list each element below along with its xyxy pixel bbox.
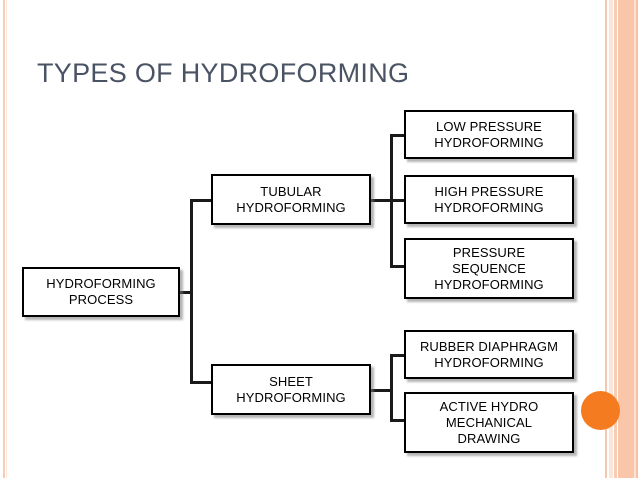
node-label-line-2: SEQUENCE <box>452 260 526 276</box>
node-label-line-1: ACTIVE HYDRO <box>439 398 539 414</box>
node-label-line-2: MECHANICAL <box>445 414 533 430</box>
node-label-line-3: DRAWING <box>457 430 521 446</box>
connector-sheet-spine <box>390 354 393 421</box>
node-active-hydro-mechanical-drawing[interactable]: ACTIVE HYDRO MECHANICAL DRAWING <box>404 392 574 453</box>
right-edge-stripe-5 <box>634 0 636 478</box>
node-label-line-2: HYDROFORMING <box>236 389 346 405</box>
node-low-pressure-hydroforming[interactable]: LOW PRESSURE HYDROFORMING <box>404 110 574 159</box>
node-label-line-2: HYDROFORMING <box>236 199 346 215</box>
node-label-line-1: HIGH PRESSURE <box>434 183 544 199</box>
node-rubber-diaphragm-hydroforming[interactable]: RUBBER DIAPHRAGM HYDROFORMING <box>404 330 574 379</box>
connector-root-to-sheet <box>190 381 213 384</box>
right-edge-stripe-3 <box>614 0 617 478</box>
left-edge-stripe <box>3 0 5 478</box>
connector-root-spine <box>190 199 193 383</box>
node-label-line-2: PROCESS <box>68 292 134 307</box>
right-edge-stripe-4 <box>618 0 638 478</box>
orange-accent-circle <box>581 391 620 430</box>
connector-tubular-to-low-pressure <box>390 134 406 137</box>
node-label-line-2: HYDROFORMING <box>434 354 544 370</box>
node-label-line-1: RUBBER DIAPHRAGM <box>419 338 559 354</box>
node-label-line-1: TUBULAR <box>260 183 322 199</box>
right-edge-stripe-1 <box>605 0 607 478</box>
connector-tubular-to-pressure-sequence <box>390 265 406 268</box>
node-label-line-1: PRESSURE <box>452 244 526 260</box>
connector-sheet-to-rubber-diaphragm <box>390 354 406 357</box>
right-edge-stripe-6 <box>636 0 638 478</box>
node-sheet-hydroforming[interactable]: SHEET HYDROFORMING <box>211 364 371 415</box>
page-title: TYPES OF HYDROFORMING <box>37 58 410 88</box>
connector-tubular-stub <box>371 199 392 202</box>
node-hydroforming-process[interactable]: HYDROFORMING PROCESS <box>22 267 180 317</box>
node-label-line-2: HYDROFORMING <box>434 134 544 150</box>
node-label-line-1: HYDROFORMING <box>46 276 156 291</box>
node-label-line-1: SHEET <box>269 373 313 389</box>
connector-sheet-to-active-hydro <box>390 419 406 422</box>
connector-root-to-tubular <box>190 199 213 202</box>
node-pressure-sequence-hydroforming[interactable]: PRESSURE SEQUENCE HYDROFORMING <box>404 238 574 299</box>
node-high-pressure-hydroforming[interactable]: HIGH PRESSURE HYDROFORMING <box>404 175 574 224</box>
right-edge-stripe-2 <box>609 0 613 478</box>
left-edge-stripe-inner <box>6 0 7 478</box>
connector-tubular-to-high-pressure <box>390 199 406 202</box>
node-label-line-1: LOW PRESSURE <box>436 118 542 134</box>
connector-sheet-stub <box>371 389 392 392</box>
node-label-line-2: HYDROFORMING <box>434 199 544 215</box>
node-label-line-3: HYDROFORMING <box>434 276 544 292</box>
node-tubular-hydroforming[interactable]: TUBULAR HYDROFORMING <box>211 174 371 225</box>
connector-root-stub <box>180 291 192 294</box>
